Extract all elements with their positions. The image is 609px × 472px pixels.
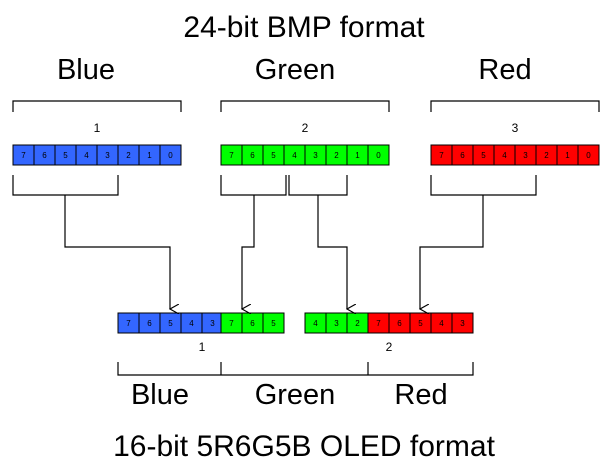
bottom-title: 16-bit 5R6G5B OLED format (113, 430, 495, 463)
top-register-red-bit-label: 7 (439, 151, 444, 160)
top-register-blue-bit-label: 3 (105, 151, 110, 160)
bottom-register-green-low-bit-label: 2 (355, 319, 360, 328)
bottom-register-blue-bit-label: 6 (147, 319, 152, 328)
bottom-register-blue-bit-label: 4 (189, 319, 194, 328)
bottom-register-red-bit-label: 5 (418, 319, 423, 328)
top-registers: 7 6 5 4 3 2 1 0 7 6 5 4 3 2 1 0 7 6 5 4 3 2 1 0 (12, 144, 600, 166)
bottom-register-blue-bit-label: 3 (210, 319, 215, 328)
bottom-register-green-low-bit-label: 4 (313, 319, 318, 328)
bottom-register-green-high-cell (262, 312, 285, 334)
top-byte-label-2: 2 (302, 121, 309, 135)
bottom-register-red-bit-label: 6 (397, 319, 402, 328)
bottom-register-red-cell (451, 312, 474, 334)
top-register-blue-bit-label: 1 (147, 151, 152, 160)
top-title: 24-bit BMP format (183, 11, 425, 44)
top-register-green-bit-label: 2 (334, 151, 339, 160)
bottom-register-green-low-bit-label: 3 (334, 319, 339, 328)
bottom-register-green-high-bit-label: 6 (250, 319, 255, 328)
top-register-green-bit-label: 6 (250, 151, 255, 160)
bottom-register-red-bit-label: 3 (460, 319, 465, 328)
bottom-channel-green: Green (255, 379, 336, 411)
wire-green-lower (317, 195, 347, 309)
top-register-blue-bit-label: 5 (63, 151, 68, 160)
bottom-register-green-high-bit-label: 5 (271, 319, 276, 328)
top-register-red-bit-label: 3 (523, 151, 528, 160)
top-register-blue-bit-label: 4 (84, 151, 89, 160)
bottom-register-blue-bit-label: 5 (168, 319, 173, 328)
top-register-green-bit-label: 0 (376, 151, 381, 160)
top-bracket-blue (12, 100, 182, 112)
top-channel-blue: Blue (57, 54, 115, 86)
wire-blue (64, 195, 170, 309)
top-channel-green: Green (255, 54, 336, 86)
bottom-register-green-high-bit-label: 7 (229, 319, 234, 328)
select-bracket-blue (12, 175, 119, 196)
top-channel-red: Red (478, 54, 531, 86)
select-bracket-red (430, 175, 537, 196)
top-register-red-cell (577, 144, 600, 166)
top-byte-label-3: 3 (512, 121, 519, 135)
top-register-red-bit-label: 6 (460, 151, 465, 160)
select-bracket-green-lower (288, 175, 348, 196)
top-register-green-bit-label: 5 (271, 151, 276, 160)
top-register-green-bit-label: 4 (292, 151, 297, 160)
top-register-red-bit-label: 0 (586, 151, 591, 160)
bottom-register-blue-bit-label: 7 (126, 319, 131, 328)
top-register-red-bit-label: 4 (502, 151, 507, 160)
top-register-blue-bit-label: 0 (168, 151, 173, 160)
wire-green-upper (242, 195, 255, 309)
bottom-registers: 7 6 5 4 3 7 6 5 4 3 2 7 6 5 4 3 (117, 312, 474, 334)
bottom-byte-label-2: 2 (386, 340, 393, 354)
top-register-blue-bit-label: 7 (21, 151, 26, 160)
bottom-channel-blue: Blue (131, 379, 189, 411)
top-register-red-bit-label: 1 (565, 151, 570, 160)
top-register-green-bit-label: 1 (355, 151, 360, 160)
top-register-blue-cell (159, 144, 182, 166)
top-register-red-bit-label: 5 (481, 151, 486, 160)
bottom-bracket (117, 362, 474, 376)
top-register-blue-bit-label: 2 (126, 151, 131, 160)
top-bracket-green (220, 100, 390, 112)
top-register-green-bit-label: 7 (229, 151, 234, 160)
wire-red (420, 195, 484, 309)
bottom-register-red-bit-label: 4 (439, 319, 444, 328)
top-bracket-red (430, 100, 600, 112)
bottom-register-red-bit-label: 7 (376, 319, 381, 328)
bottom-byte-label-1: 1 (199, 340, 206, 354)
top-byte-label-1: 1 (94, 121, 101, 135)
top-register-blue-bit-label: 6 (42, 151, 47, 160)
select-bracket-green-upper (220, 175, 287, 196)
bottom-channel-red: Red (394, 379, 447, 411)
top-register-green-bit-label: 3 (313, 151, 318, 160)
top-register-red-bit-label: 2 (544, 151, 549, 160)
top-register-green-cell (367, 144, 390, 166)
